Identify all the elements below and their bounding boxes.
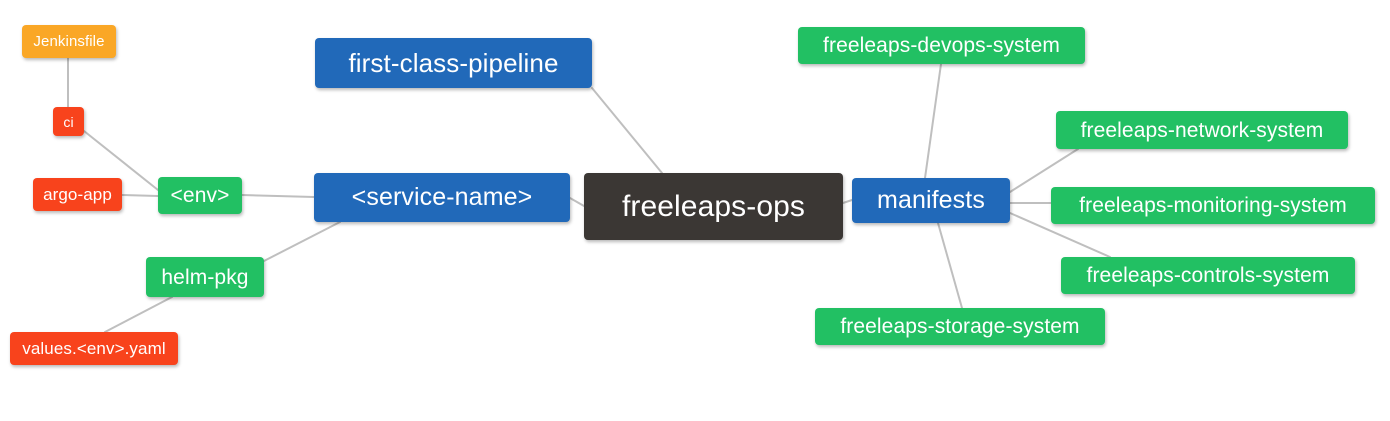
edge-helm-pkg-to-values-env-yaml [104,296,173,333]
edge-service-name-to-env [241,194,315,198]
edge-service-name-to-helm-pkg [261,221,341,263]
node-label: <env> [170,184,230,207]
mindmap-node-values-env-yaml[interactable]: values.<env>.yaml [10,332,178,365]
node-label: <service-name> [351,183,533,211]
node-label: freeleaps-storage-system [840,315,1080,338]
node-label: freeleaps-monitoring-system [1079,194,1347,217]
edge-manifests-to-freeleaps-network-system [1009,148,1079,193]
mindmap-node-manifests[interactable]: manifests [852,178,1010,223]
mindmap-node-argo-app[interactable]: argo-app [33,178,122,211]
mindmap-node-ci[interactable]: ci [53,107,84,136]
mindmap-node-freeleaps-controls-system[interactable]: freeleaps-controls-system [1061,257,1355,294]
node-label: helm-pkg [161,265,249,289]
mindmap-node-freeleaps-ops[interactable]: freeleaps-ops [584,173,843,240]
node-label: argo-app [43,185,112,204]
node-label: ci [63,113,74,130]
mindmap-node-service-name[interactable]: <service-name> [314,173,570,222]
mindmap-node-freeleaps-monitoring-system[interactable]: freeleaps-monitoring-system [1051,187,1375,224]
mindmap-node-freeleaps-network-system[interactable]: freeleaps-network-system [1056,111,1348,149]
mindmap-node-freeleaps-storage-system[interactable]: freeleaps-storage-system [815,308,1105,345]
node-label: first-class-pipeline [348,48,559,78]
edge-freeleaps-ops-to-first-class-pipeline [591,87,663,174]
mindmap-node-first-class-pipeline[interactable]: first-class-pipeline [315,38,592,88]
edge-freeleaps-ops-to-manifests [842,199,853,204]
node-label: Jenkinsfile [33,33,105,50]
edge-manifests-to-freeleaps-storage-system [937,222,963,309]
edge-env-to-argo-app [121,194,159,197]
node-label: freeleaps-network-system [1080,118,1324,142]
node-label: freeleaps-controls-system [1086,264,1330,287]
mindmap-node-helm-pkg[interactable]: helm-pkg [146,257,264,297]
node-label: freeleaps-devops-system [823,34,1060,57]
mindmap-node-freeleaps-devops-system[interactable]: freeleaps-devops-system [798,27,1085,64]
edge-manifests-to-freeleaps-devops-system [924,63,942,179]
node-label: manifests [877,186,985,214]
node-label: freeleaps-ops [621,189,806,223]
mindmap-node-jenkinsfile[interactable]: Jenkinsfile [22,25,116,58]
mindmap-node-env[interactable]: <env> [158,177,242,214]
edge-freeleaps-ops-to-service-name [569,197,585,207]
node-label: values.<env>.yaml [22,339,166,358]
